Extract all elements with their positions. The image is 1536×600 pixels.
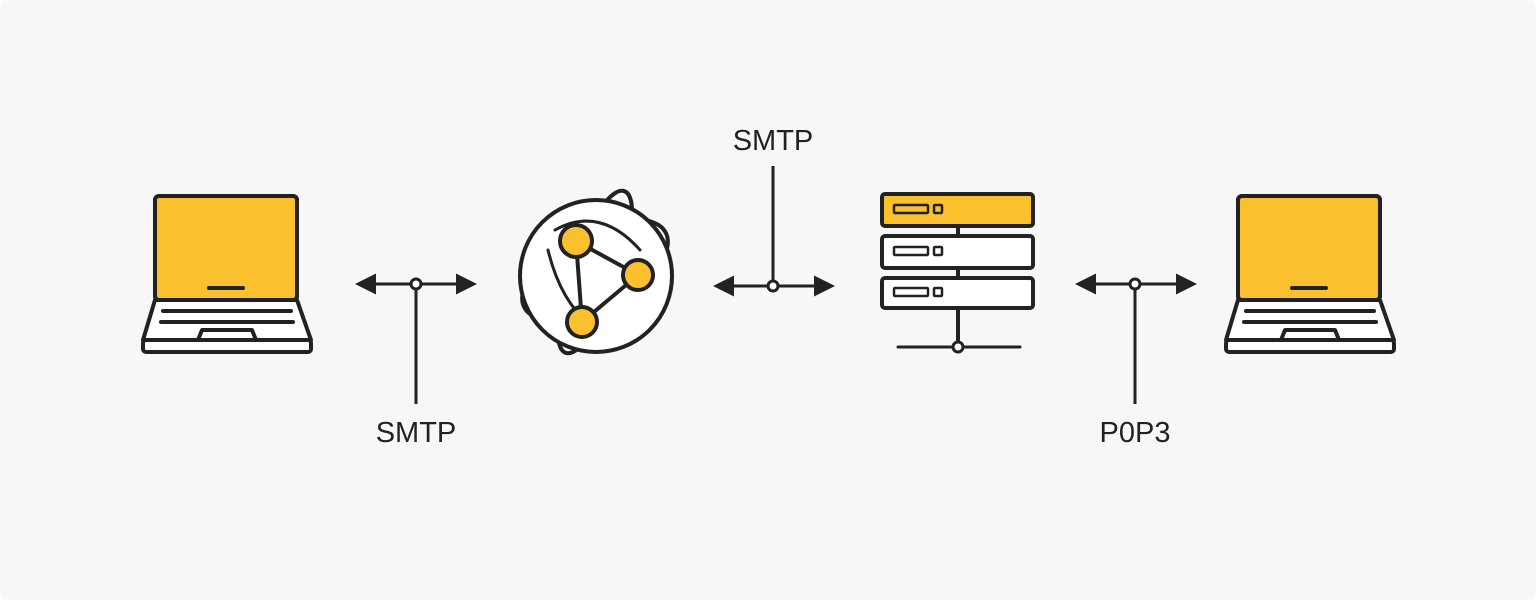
link-1-protocol-label: SMTP (376, 417, 457, 449)
internet-network-globe-icon (518, 188, 674, 356)
sender-laptop-icon (141, 194, 313, 354)
link-2-connector (713, 166, 835, 297)
link-3-connector (1075, 273, 1197, 404)
link-3-protocol-label: P0P3 (1100, 417, 1171, 449)
link-2-protocol-label: SMTP (733, 125, 814, 157)
recipient-laptop-icon (1224, 194, 1396, 354)
link-1-connector (355, 273, 477, 404)
mail-server-rack-icon (880, 192, 1035, 354)
